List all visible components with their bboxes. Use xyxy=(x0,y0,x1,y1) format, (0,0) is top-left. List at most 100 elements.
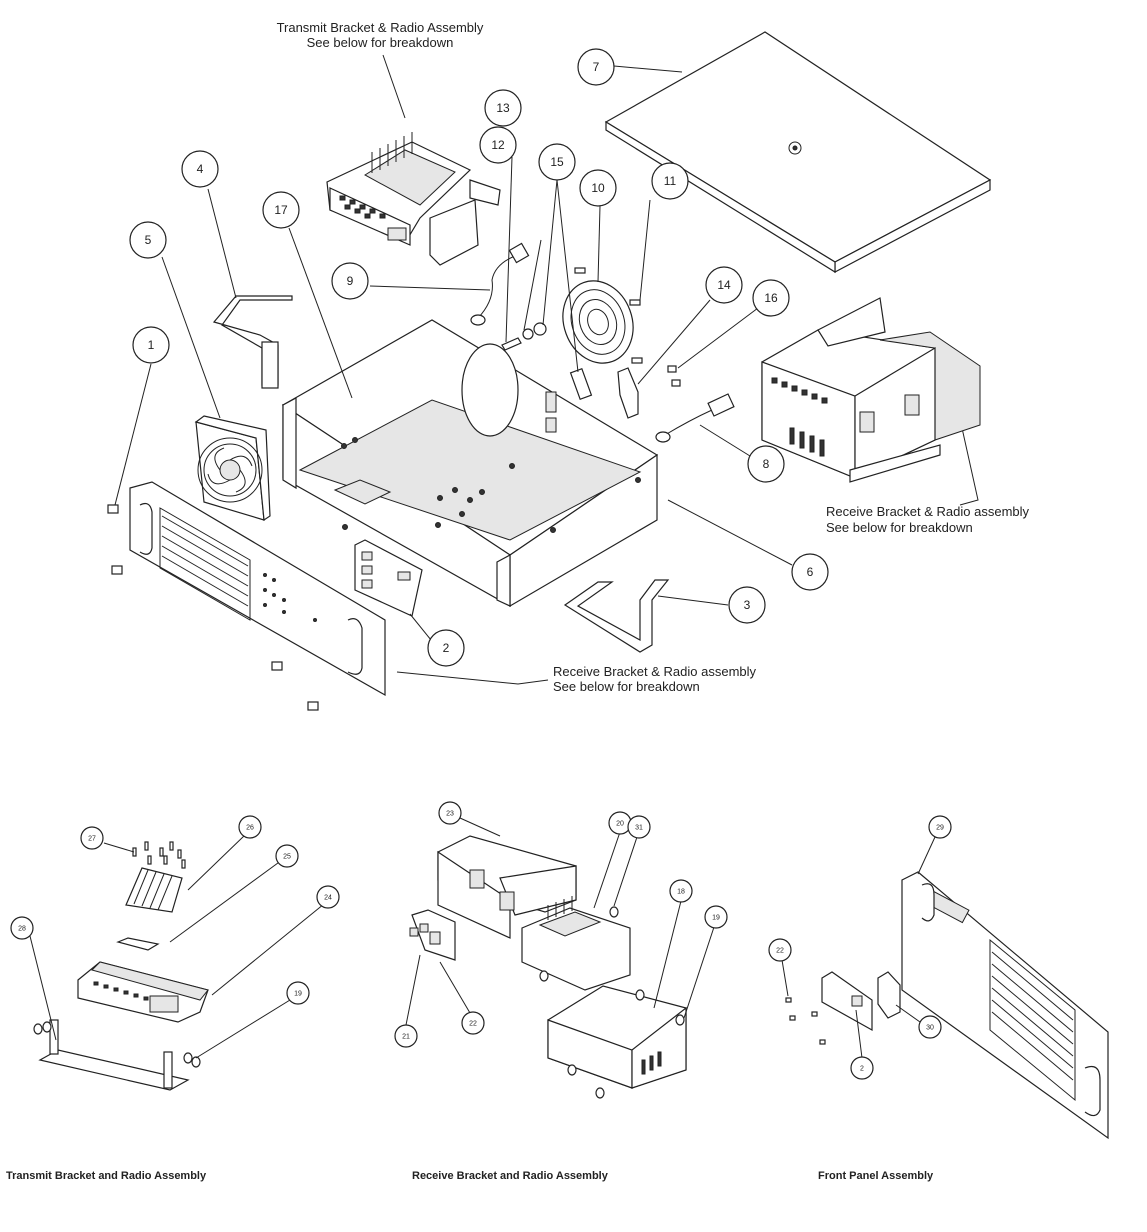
svg-text:7: 7 xyxy=(593,60,600,74)
svg-text:19: 19 xyxy=(712,915,720,922)
svg-text:26: 26 xyxy=(246,825,254,832)
callout-20: 20 xyxy=(608,811,632,835)
svg-text:11: 11 xyxy=(664,174,677,188)
receive-breakdown: 23 20 31 18 19 21 22 xyxy=(394,801,728,1099)
connector-part xyxy=(569,368,593,400)
front-panel-part xyxy=(107,481,386,711)
callout-18: 18 xyxy=(669,879,693,903)
svg-text:10: 10 xyxy=(591,181,605,195)
svg-text:24: 24 xyxy=(324,895,332,902)
callout-25: 25 xyxy=(275,844,299,868)
small-bracket-part xyxy=(617,367,639,419)
svg-text:4: 4 xyxy=(197,162,204,176)
callout-1: 1 xyxy=(132,326,170,364)
chassis-part xyxy=(281,319,659,608)
svg-text:13: 13 xyxy=(496,101,510,115)
ribbon-cable-part xyxy=(212,295,293,389)
main-callouts: 1 2 3 4 5 6 7 8 9 10 11 12 13 14 15 16 1… xyxy=(129,48,829,667)
svg-text:16: 16 xyxy=(764,291,778,305)
callout-26: 26 xyxy=(238,815,262,839)
svg-text:22: 22 xyxy=(469,1021,477,1028)
callout-30: 30 xyxy=(918,1015,942,1039)
svg-text:30: 30 xyxy=(926,1025,934,1032)
callout-10: 10 xyxy=(579,169,617,207)
transmit-caption-line1: Transmit Bracket & Radio Assembly xyxy=(277,20,484,35)
callout-22-front: 22 xyxy=(768,938,792,962)
svg-text:12: 12 xyxy=(491,138,505,152)
svg-text:28: 28 xyxy=(18,926,26,933)
callout-2-front: 2 xyxy=(850,1056,874,1080)
rf-connector-part xyxy=(655,393,735,443)
svg-text:19: 19 xyxy=(294,991,302,998)
svg-text:27: 27 xyxy=(88,836,96,843)
svg-text:21: 21 xyxy=(402,1034,410,1041)
callout-13: 13 xyxy=(484,89,522,127)
svg-text:6: 6 xyxy=(807,565,814,579)
receive-caption-bottom-line2: See below for breakdown xyxy=(553,679,700,694)
callout-5: 5 xyxy=(129,221,167,259)
svg-text:2: 2 xyxy=(860,1066,864,1073)
svg-text:17: 17 xyxy=(274,203,288,217)
cooling-fan-part xyxy=(194,415,271,522)
callout-21: 21 xyxy=(394,1024,418,1048)
callout-6: 6 xyxy=(791,553,829,591)
svg-text:2: 2 xyxy=(443,641,450,655)
transmit-caption-line2: See below for breakdown xyxy=(307,35,454,50)
fan-guard-part xyxy=(562,267,643,364)
transmit-assembly-caption: Transmit Bracket & Radio Assembly See be… xyxy=(277,20,484,119)
svg-text:18: 18 xyxy=(677,889,685,896)
top-cover-part xyxy=(604,31,992,274)
svg-text:5: 5 xyxy=(145,233,152,247)
callout-27: 27 xyxy=(80,826,104,850)
screw-nut-part xyxy=(501,322,547,351)
svg-text:14: 14 xyxy=(717,278,731,292)
receive-assembly-caption-right: Receive Bracket & Radio assembly See bel… xyxy=(826,427,1030,535)
callout-22-receive: 22 xyxy=(461,1011,485,1035)
receive-section-title: Receive Bracket and Radio Assembly xyxy=(412,1170,609,1182)
flat-cable-part xyxy=(563,579,670,653)
callout-19-transmit: 19 xyxy=(286,981,310,1005)
interface-board-part xyxy=(354,539,423,617)
front-panel-section-title: Front Panel Assembly xyxy=(818,1170,934,1182)
callout-2: 2 xyxy=(427,629,465,667)
svg-text:20: 20 xyxy=(616,821,624,828)
svg-text:3: 3 xyxy=(744,598,751,612)
callout-12: 12 xyxy=(479,126,517,164)
transmit-radio-part xyxy=(326,132,501,266)
svg-text:25: 25 xyxy=(283,854,291,861)
callout-29: 29 xyxy=(928,815,952,839)
callout-4: 4 xyxy=(181,150,219,188)
front-panel-breakdown: 29 22 30 2 xyxy=(768,815,1109,1140)
coax-cable-part xyxy=(470,242,530,326)
receive-assembly-caption-bottom: Receive Bracket & Radio assembly See bel… xyxy=(396,664,757,694)
transmit-breakdown: 27 26 25 24 28 19 xyxy=(10,815,340,1091)
callout-23: 23 xyxy=(438,801,462,825)
callout-24: 24 xyxy=(316,885,340,909)
receive-caption-right-line2: See below for breakdown xyxy=(826,520,973,535)
callout-16: 16 xyxy=(752,279,790,317)
svg-text:23: 23 xyxy=(446,811,454,818)
svg-text:31: 31 xyxy=(635,825,643,832)
callout-9: 9 xyxy=(331,262,369,300)
screw-pair-part xyxy=(667,365,681,387)
callout-15: 15 xyxy=(538,143,576,181)
callout-17: 17 xyxy=(262,191,300,229)
callout-31: 31 xyxy=(627,815,651,839)
receive-caption-bottom-line1: Receive Bracket & Radio assembly xyxy=(553,664,757,679)
receive-caption-right-line1: Receive Bracket & Radio assembly xyxy=(826,504,1030,519)
svg-text:1: 1 xyxy=(148,338,155,352)
svg-text:29: 29 xyxy=(936,825,944,832)
callout-11: 11 xyxy=(651,162,689,200)
svg-text:15: 15 xyxy=(550,155,564,169)
receive-radio-part xyxy=(761,297,981,483)
main-leader-lines xyxy=(114,65,793,641)
svg-text:8: 8 xyxy=(763,457,770,471)
callout-14: 14 xyxy=(705,266,743,304)
callout-7: 7 xyxy=(577,48,615,86)
callout-28: 28 xyxy=(10,916,34,940)
svg-text:9: 9 xyxy=(347,274,354,288)
callout-19-receive: 19 xyxy=(704,905,728,929)
callout-3: 3 xyxy=(728,586,766,624)
svg-text:22: 22 xyxy=(776,948,784,955)
